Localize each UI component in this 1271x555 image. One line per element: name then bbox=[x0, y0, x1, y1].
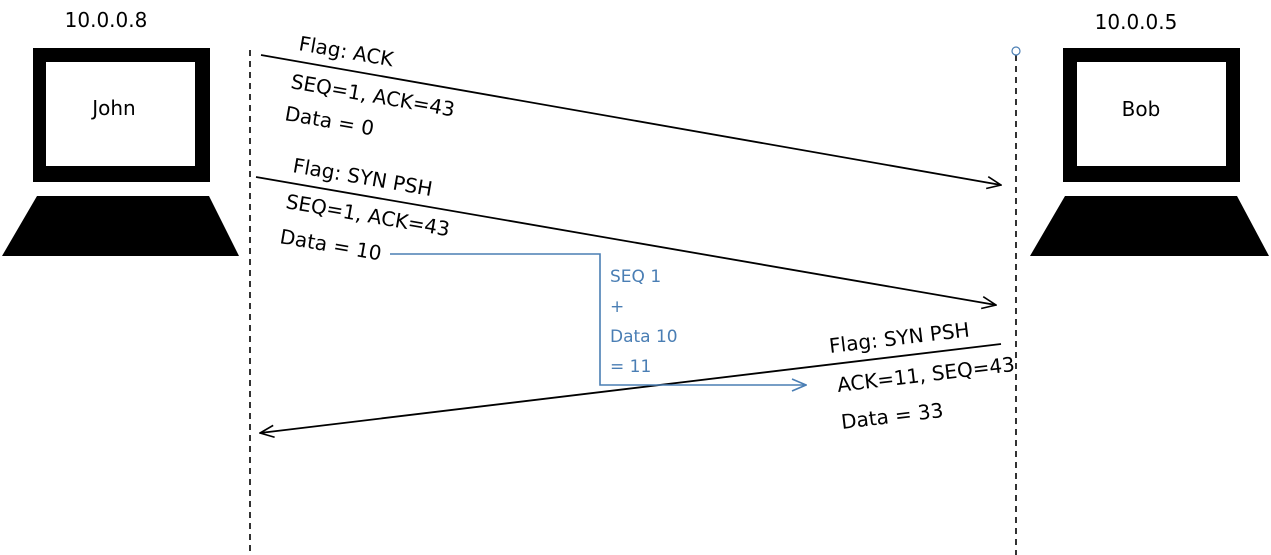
message-3-flag: Flag: SYN PSH bbox=[828, 317, 971, 358]
calculation-line-1: SEQ 1 bbox=[610, 267, 661, 287]
message-1-arrow bbox=[260, 54, 1001, 185]
calculation-connector bbox=[390, 253, 806, 385]
right-host-ip: 10.0.0.5 bbox=[1095, 10, 1178, 34]
left-laptop-icon bbox=[2, 48, 239, 256]
message-1-flag: Flag: ACK bbox=[297, 31, 396, 71]
right-lifeline-endpoint bbox=[1011, 46, 1021, 56]
left-host-ip: 10.0.0.8 bbox=[65, 8, 148, 32]
message-2-arrow bbox=[255, 176, 996, 305]
left-laptop-base bbox=[2, 196, 239, 256]
right-host-name: Bob bbox=[1122, 97, 1161, 121]
right-laptop-icon bbox=[1030, 48, 1269, 256]
message-3-data: Data = 33 bbox=[840, 398, 945, 434]
calculation-line-2: + bbox=[610, 297, 624, 317]
message-2-data: Data = 10 bbox=[278, 224, 383, 265]
message-1-data: Data = 0 bbox=[283, 101, 376, 140]
calculation-line-4: = 11 bbox=[610, 357, 651, 377]
calculation-line-3: Data 10 bbox=[610, 327, 678, 347]
left-host-name: John bbox=[90, 96, 136, 120]
right-laptop-base bbox=[1030, 196, 1269, 256]
message-3-seq-ack: ACK=11, SEQ=43 bbox=[836, 352, 1016, 397]
message-3-arrow bbox=[260, 343, 1002, 433]
